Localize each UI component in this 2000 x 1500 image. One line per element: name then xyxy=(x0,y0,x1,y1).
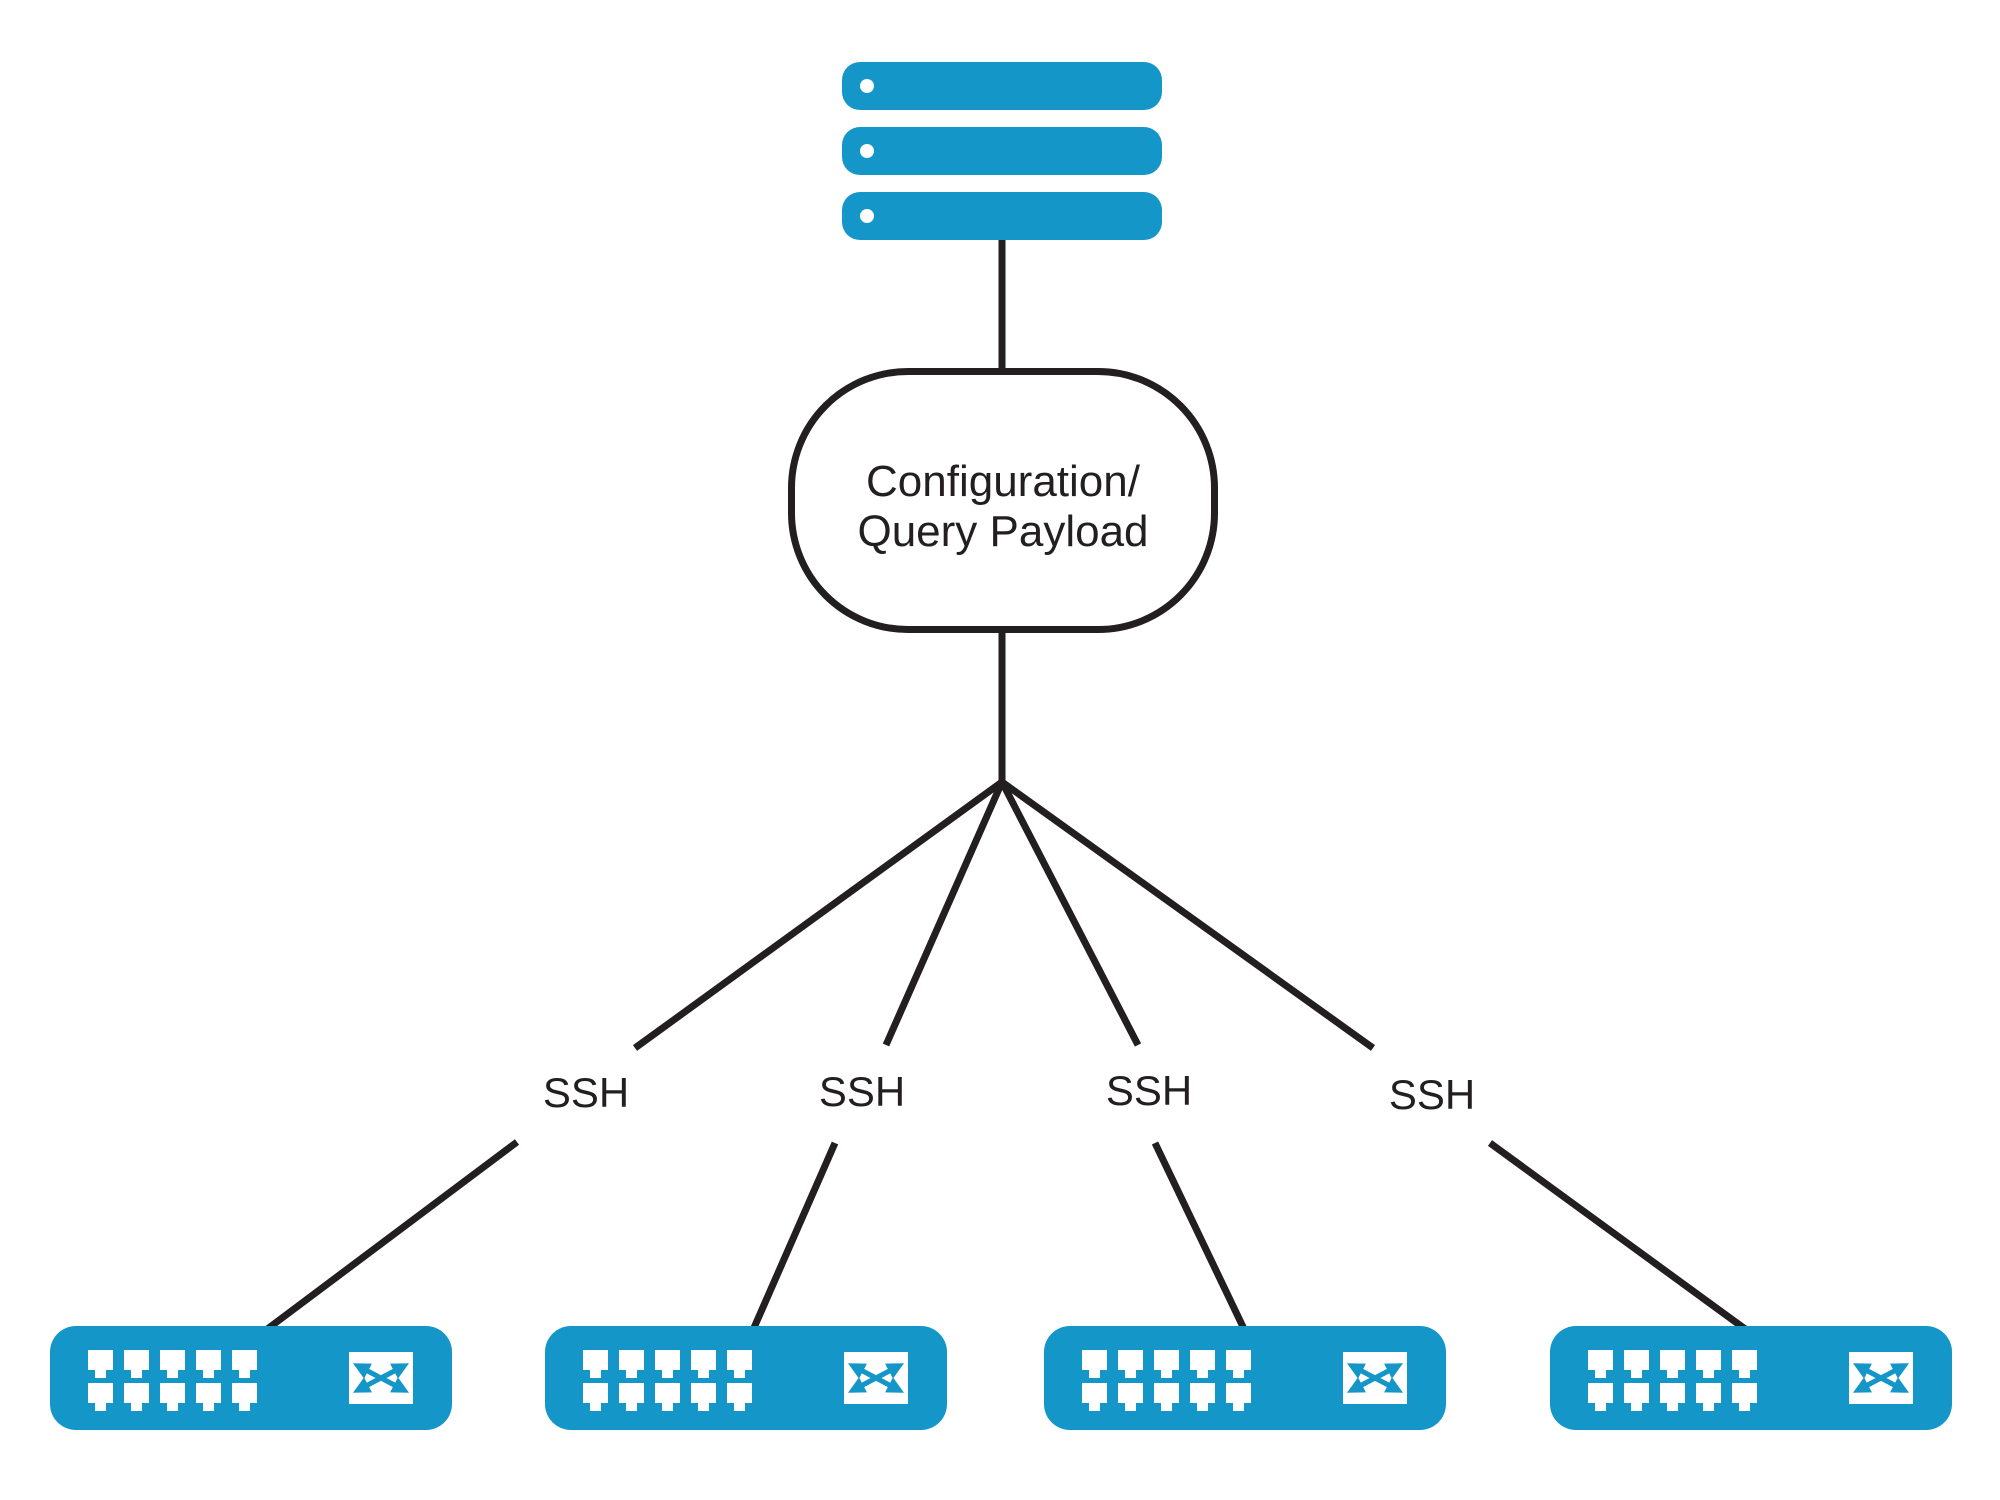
fan-line-1-upper xyxy=(632,779,1005,1051)
fan-line-2-lower xyxy=(749,1141,839,1332)
ethernet-port-icon xyxy=(1588,1350,1613,1378)
ethernet-port-icon xyxy=(583,1350,608,1378)
payload-node: Configuration/ Query Payload xyxy=(788,368,1218,633)
ethernet-port-icon xyxy=(1732,1383,1757,1411)
ethernet-port-icon xyxy=(1588,1383,1613,1411)
server-bar xyxy=(842,192,1162,240)
ethernet-port-icon xyxy=(1624,1350,1649,1378)
fan-line-3-lower xyxy=(1151,1141,1249,1333)
ethernet-port-icon xyxy=(1696,1383,1721,1411)
ethernet-port-icon xyxy=(1190,1350,1215,1378)
ethernet-port-icon xyxy=(655,1350,680,1378)
ethernet-port-icon xyxy=(88,1350,113,1378)
ethernet-port-icon xyxy=(619,1383,644,1411)
ethernet-port-icon xyxy=(691,1383,716,1411)
ethernet-port-icon xyxy=(88,1383,113,1411)
ethernet-port-icon xyxy=(232,1350,257,1378)
ethernet-port-icon xyxy=(1082,1383,1107,1411)
crossed-arrows-icon xyxy=(1343,1352,1407,1404)
network-switch-1 xyxy=(50,1326,452,1430)
switch-port-grid xyxy=(583,1350,752,1411)
ssh-label-3: SSH xyxy=(1105,1067,1193,1114)
ethernet-port-icon xyxy=(232,1383,257,1411)
ethernet-port-icon xyxy=(1660,1350,1685,1378)
crossed-arrows-icon xyxy=(844,1352,908,1404)
fan-line-4-lower xyxy=(1487,1140,1755,1337)
ethernet-port-icon xyxy=(1118,1383,1143,1411)
ethernet-port-icon xyxy=(1154,1383,1179,1411)
ethernet-port-icon xyxy=(1190,1383,1215,1411)
ethernet-port-icon xyxy=(1082,1350,1107,1378)
network-switch-2 xyxy=(545,1326,947,1430)
payload-node-label-line2: Query Payload xyxy=(857,506,1149,556)
server-icon xyxy=(842,62,1162,240)
ethernet-port-icon xyxy=(160,1383,185,1411)
ethernet-port-icon xyxy=(727,1350,752,1378)
fan-line-4-upper xyxy=(999,779,1376,1051)
ethernet-port-icon xyxy=(1118,1350,1143,1378)
ethernet-port-icon xyxy=(1226,1383,1251,1411)
server-bar xyxy=(842,127,1162,175)
crossed-arrows-icon xyxy=(1849,1352,1913,1404)
ethernet-port-icon xyxy=(160,1350,185,1378)
fan-line-3-upper xyxy=(998,780,1142,1047)
switch-port-grid xyxy=(1588,1350,1757,1411)
ethernet-port-icon xyxy=(1154,1350,1179,1378)
ethernet-port-icon xyxy=(1624,1383,1649,1411)
server-bar xyxy=(842,62,1162,110)
ethernet-port-icon xyxy=(583,1383,608,1411)
network-switch-3 xyxy=(1044,1326,1446,1430)
ethernet-port-icon xyxy=(196,1350,221,1378)
fan-line-2-upper xyxy=(882,780,1006,1047)
switch-port-grid xyxy=(1082,1350,1251,1411)
ethernet-port-icon xyxy=(1226,1350,1251,1378)
payload-node-label-line1: Configuration/ xyxy=(866,456,1140,506)
ethernet-port-icon xyxy=(655,1383,680,1411)
network-switch-4 xyxy=(1550,1326,1952,1430)
ethernet-port-icon xyxy=(1732,1350,1757,1378)
ssh-label-4: SSH xyxy=(1388,1071,1476,1118)
ethernet-port-icon xyxy=(124,1383,149,1411)
ethernet-port-icon xyxy=(1660,1383,1685,1411)
ethernet-port-icon xyxy=(727,1383,752,1411)
ssh-label-1: SSH xyxy=(542,1069,630,1116)
fan-line-1-lower xyxy=(263,1139,520,1333)
ethernet-port-icon xyxy=(691,1350,716,1378)
ssh-label-2: SSH xyxy=(818,1068,906,1115)
ethernet-port-icon xyxy=(1696,1350,1721,1378)
ethernet-port-icon xyxy=(619,1350,644,1378)
ethernet-port-icon xyxy=(196,1383,221,1411)
ethernet-port-icon xyxy=(124,1350,149,1378)
switch-port-grid xyxy=(88,1350,257,1411)
crossed-arrows-icon xyxy=(349,1352,413,1404)
